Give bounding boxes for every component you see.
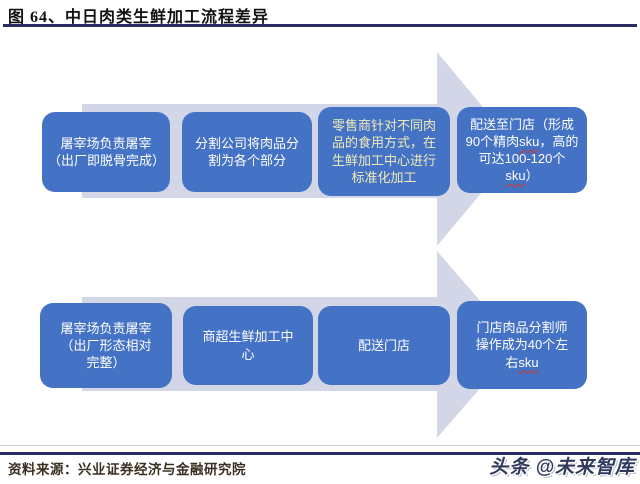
box-line: （出厂即脱骨完成） (48, 153, 166, 168)
box-line: 屠宰场负责屠宰 (60, 320, 152, 336)
box-line: 分割公司将肉品分 (194, 135, 299, 151)
flow-box-cutting-company: 分割公司将肉品分 割为各个部分 (182, 112, 312, 192)
title-rule (3, 24, 637, 27)
box-line: 右sku (505, 354, 539, 370)
box-line: 割为各个部分 (207, 153, 286, 168)
box-line: 配送门店 (357, 337, 410, 353)
flow-box-delivery-store: 配送门店 (318, 306, 450, 385)
box-line: 配送至门店（形成 (469, 116, 574, 132)
source-note: 资料来源：兴业证券经济与金融研究院 (8, 462, 246, 477)
flow-box-delivery-to-store-sku: 配送至门店（形成 90个精肉sku，高的 可达100-120个sku） (457, 107, 587, 193)
footer-thin-rule (0, 445, 640, 446)
box-line: 90个精肉sku，高的 (465, 133, 579, 149)
box-line: 门店肉品分割师 (476, 320, 568, 336)
flow-box-slaughterhouse-deboned: 屠宰场负责屠宰 （出厂即脱骨完成） (42, 112, 170, 192)
flow-box-retailer-processing-center: 零售商针对不同肉 品的食用方式，在 生鲜加工中心进行 标准化加工 (318, 107, 450, 196)
flow-box-instore-butcher-sku: 门店肉品分割师 操作成为40个左 右sku (457, 301, 587, 389)
box-line: 品的食用方式，在 (331, 135, 436, 151)
flow-box-slaughterhouse-whole: 屠宰场负责屠宰 （出厂形态相对 完整） (40, 303, 172, 388)
box-line: 零售商针对不同肉 (331, 118, 436, 134)
flow-box-supermarket-processing-center: 商超生鲜加工中 心 (183, 306, 313, 385)
box-line: 心 (241, 346, 255, 362)
figure-title: 图 64、中日肉类生鲜加工流程差异 (8, 9, 270, 26)
box-line: 可达100-120个sku） (478, 151, 566, 184)
watermark-toutiao: 头条 @未来智库 (489, 457, 635, 478)
box-line: 生鲜加工中心进行 (331, 152, 436, 168)
box-line: 商超生鲜加工中 (202, 329, 294, 345)
box-line: 操作成为40个左 (475, 337, 569, 353)
footer-navy-rule (0, 452, 640, 455)
box-line: 屠宰场负责屠宰 (60, 135, 152, 151)
box-line: （出厂形态相对 (60, 337, 152, 353)
box-line: 标准化加工 (351, 169, 417, 185)
box-line: 完整） (86, 355, 126, 371)
